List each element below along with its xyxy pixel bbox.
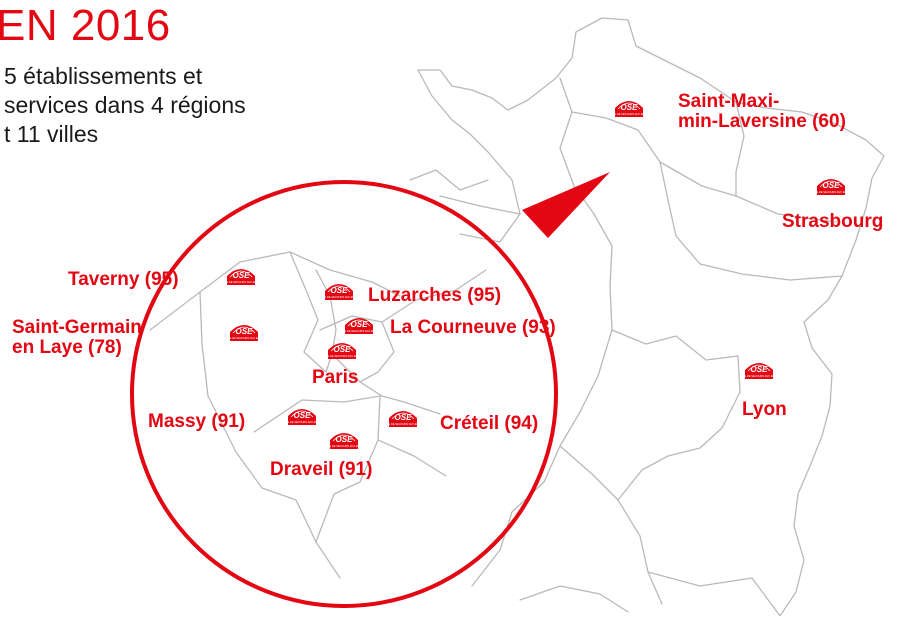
region-boundary	[667, 199, 843, 281]
ose-logo-icon: OSEOEUVRE DE SECOURS AUX ENFANTS	[220, 320, 268, 342]
svg-text:OEUVRE DE SECOURS AUX ENFANTS: OEUVRE DE SECOURS AUX ENFANTS	[226, 280, 256, 284]
ose-logo-icon: OSEOEUVRE DE SECOURS AUX ENFANTS	[217, 264, 265, 286]
location-label-taverny: Taverny (95)	[68, 269, 179, 290]
region-boundary	[611, 329, 739, 361]
svg-text:OEUVRE DE SECOURS AUX ENFANTS: OEUVRE DE SECOURS AUX ENFANTS	[329, 444, 359, 448]
location-label-la-courneuve: La Courneuve (93)	[390, 317, 556, 338]
subtitle-line: t 11 villes	[4, 121, 99, 147]
department-boundary	[199, 291, 341, 579]
svg-text:OEUVRE DE SECOURS AUX ENFANTS: OEUVRE DE SECOURS AUX ENFANTS	[388, 422, 418, 426]
svg-text:OSE: OSE	[751, 365, 769, 374]
svg-text:OEUVRE DE SECOURS AUX ENFANTS: OEUVRE DE SECOURS AUX ENFANTS	[614, 112, 644, 116]
location-label-saint-germain: Saint-Germain en Laye (78)	[12, 317, 142, 358]
ose-logo-icon: OSEOEUVRE DE SECOURS AUX ENFANTS	[315, 279, 363, 301]
department-boundary	[303, 319, 333, 373]
svg-text:OEUVRE DE SECOURS AUX ENFANTS: OEUVRE DE SECOURS AUX ENFANTS	[287, 420, 317, 424]
svg-text:OSE: OSE	[336, 435, 354, 444]
ose-logo-icon: OSEOEUVRE DE SECOURS AUX ENFANTS	[335, 313, 383, 335]
svg-text:OEUVRE DE SECOURS AUX ENFANTS: OEUVRE DE SECOURS AUX ENFANTS	[327, 354, 357, 358]
ose-logo-icon: OSEOEUVRE DE SECOURS AUX ENFANTS	[605, 96, 653, 118]
svg-text:OSE: OSE	[233, 271, 251, 280]
ose-logo-icon: OSEOEUVRE DE SECOURS AUX ENFANTS	[318, 338, 366, 360]
ose-logo-icon: OSEOEUVRE DE SECOURS AUX ENFANTS	[807, 174, 855, 196]
region-boundary	[593, 213, 613, 331]
region-boundary	[471, 445, 561, 587]
region-boundary	[571, 111, 669, 201]
svg-text:OSE: OSE	[331, 286, 349, 295]
ose-logo-icon: OSEOEUVRE DE SECOURS AUX ENFANTS	[735, 358, 783, 380]
region-boundary	[519, 585, 629, 613]
department-boundary	[315, 395, 381, 543]
department-boundary	[319, 315, 395, 383]
subtitle-line: 5 établissements et	[4, 63, 203, 89]
page-subtitle: 5 établissements et services dans 4 régi…	[4, 62, 246, 149]
svg-text:OEUVRE DE SECOURS AUX ENFANTS: OEUVRE DE SECOURS AUX ENFANTS	[816, 190, 846, 194]
region-boundary	[559, 329, 613, 447]
department-boundary	[289, 251, 319, 321]
ose-logo-icon: OSEOEUVRE DE SECOURS AUX ENFANTS	[320, 428, 368, 450]
region-boundary	[439, 195, 521, 215]
region-boundary	[409, 169, 489, 191]
location-label-massy: Massy (91)	[148, 411, 246, 432]
svg-text:OSE: OSE	[351, 320, 369, 329]
svg-text:OSE: OSE	[236, 327, 254, 336]
region-boundary	[735, 101, 745, 197]
department-boundary	[381, 269, 487, 323]
location-label-creteil: Créteil (94)	[440, 413, 539, 434]
location-label-strasbourg: Strasbourg	[782, 211, 884, 232]
zoom-pointer	[522, 172, 610, 238]
svg-text:OSE: OSE	[334, 345, 352, 354]
paris-zoom-circle	[130, 180, 558, 608]
ose-logo-icon: OSEOEUVRE DE SECOURS AUX ENFANTS	[278, 404, 326, 426]
location-label-draveil: Draveil (91)	[270, 459, 373, 480]
svg-text:OEUVRE DE SECOURS AUX ENFANTS: OEUVRE DE SECOURS AUX ENFANTS	[324, 295, 354, 299]
region-boundary	[647, 571, 781, 617]
location-label-paris: Paris	[312, 367, 359, 388]
region-boundary	[617, 355, 741, 501]
svg-text:OEUVRE DE SECOURS AUX ENFANTS: OEUVRE DE SECOURS AUX ENFANTS	[744, 374, 774, 378]
region-boundary	[559, 445, 663, 605]
location-label-lyon: Lyon	[742, 399, 787, 420]
svg-text:OSE: OSE	[823, 181, 841, 190]
region-boundary	[459, 213, 521, 243]
department-boundary	[377, 439, 447, 477]
ose-logo-icon: OSEOEUVRE DE SECOURS AUX ENFANTS	[379, 406, 427, 428]
svg-text:OEUVRE DE SECOURS AUX ENFANTS: OEUVRE DE SECOURS AUX ENFANTS	[344, 329, 374, 333]
svg-text:OSE: OSE	[294, 411, 312, 420]
subtitle-line: services dans 4 régions	[4, 92, 246, 118]
department-boundary	[315, 269, 441, 415]
location-label-luzarches: Luzarches (95)	[368, 285, 502, 306]
page-title: EN 2016	[0, 1, 171, 50]
location-label-saint-maximin: Saint-Maxi- min-Laversine (60)	[678, 91, 846, 132]
svg-text:OSE: OSE	[621, 103, 639, 112]
svg-text:OEUVRE DE SECOURS AUX ENFANTS: OEUVRE DE SECOURS AUX ENFANTS	[229, 336, 259, 340]
department-boundary	[253, 395, 381, 433]
svg-text:OSE: OSE	[395, 413, 413, 422]
